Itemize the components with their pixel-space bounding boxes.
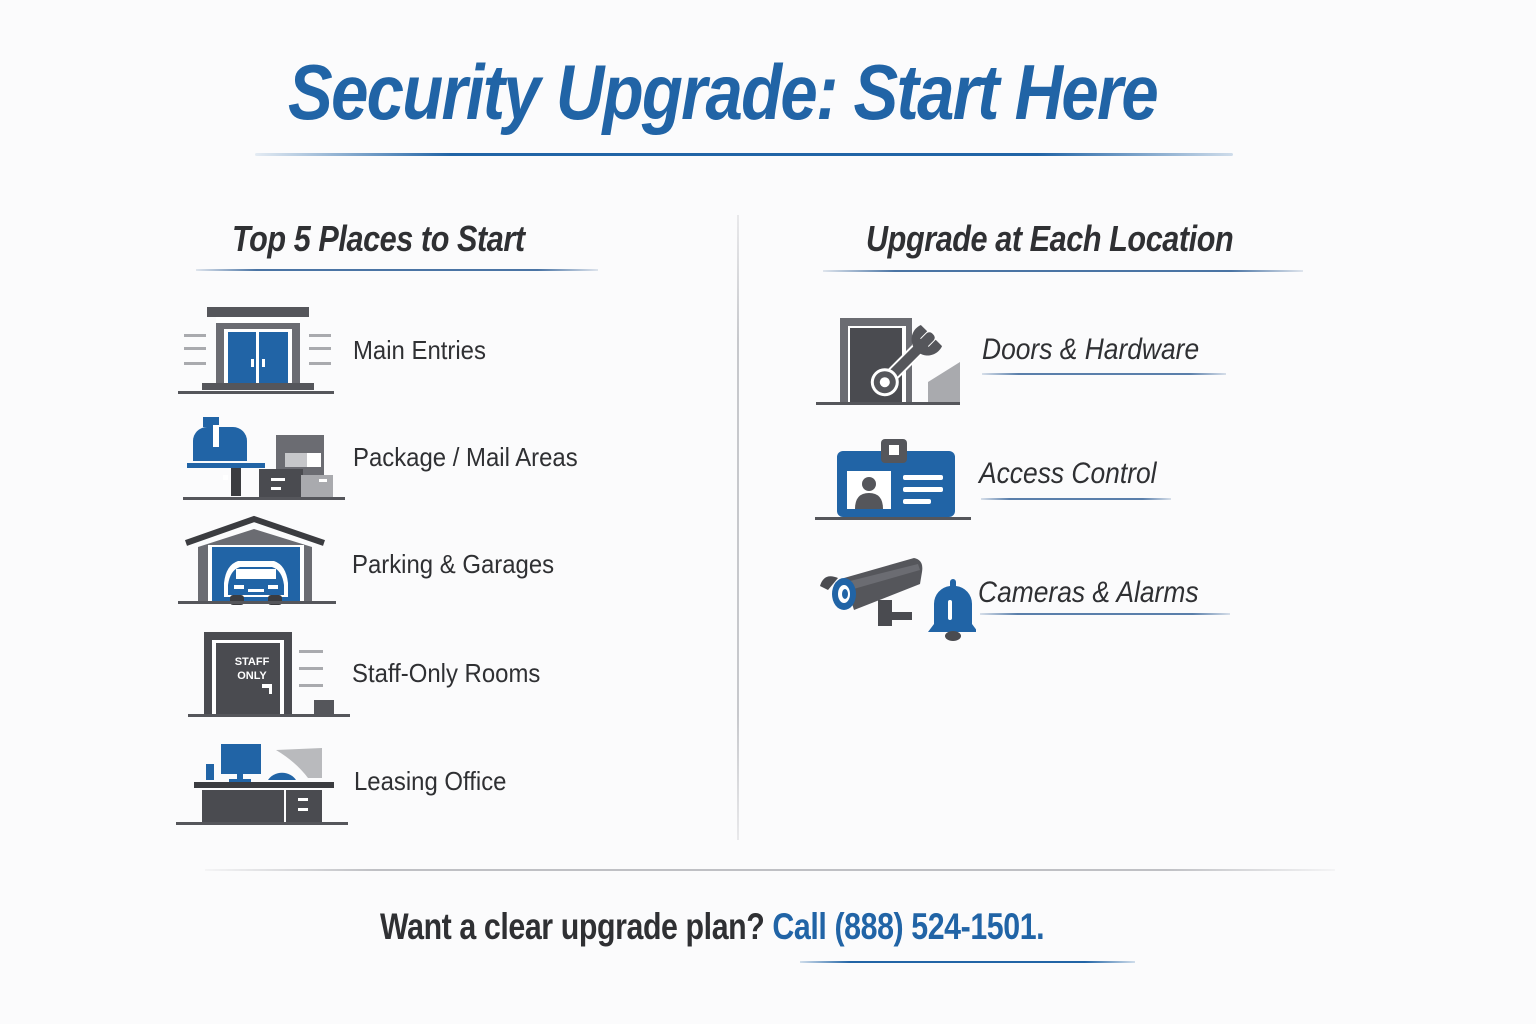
item-label: Leasing Office [354, 766, 507, 796]
office-desk-icon [176, 744, 348, 825]
column-divider [737, 215, 739, 840]
left-section-heading: Top 5 Places to Start [232, 218, 525, 259]
item-label: Parking & Garages [352, 549, 555, 579]
item-label: Package / Mail Areas [353, 442, 578, 472]
cta-underline [800, 961, 1135, 963]
cta-question: Want a clear upgrade plan? [380, 906, 765, 947]
right-heading-underline [823, 270, 1303, 272]
mailbox-packages-icon [183, 417, 345, 500]
cta-phone-link[interactable]: Call (888) 524-1501. [772, 906, 1045, 947]
page-title: Security Upgrade: Start Here [288, 48, 1159, 136]
camera-bell-icon [820, 558, 976, 641]
title-underline [255, 153, 1233, 156]
upgrade-underline [981, 498, 1171, 500]
upgrade-label: Doors & Hardware [982, 333, 1200, 366]
building-entrance-icon [178, 307, 334, 394]
staff-sign-line2: ONLY [237, 670, 267, 682]
right-section-heading: Upgrade at Each Location [866, 218, 1234, 259]
left-heading-underline [196, 269, 598, 271]
garage-car-icon [178, 515, 336, 605]
item-label: Staff-Only Rooms [352, 658, 541, 688]
upgrade-label: Cameras & Alarms [978, 576, 1199, 609]
staff-sign-line1: STAFF [235, 656, 270, 668]
door-wrench-icon [816, 318, 960, 405]
item-label: Main Entries [353, 335, 486, 365]
footer-divider [205, 869, 1335, 871]
id-badge-icon [815, 439, 971, 520]
upgrade-underline [982, 373, 1226, 375]
upgrade-underline [980, 613, 1230, 615]
upgrade-label: Access Control [979, 457, 1157, 490]
footer-cta: Want a clear upgrade plan? Call (888) 52… [380, 906, 1045, 948]
staff-only-door-icon: STAFF ONLY [188, 632, 350, 717]
